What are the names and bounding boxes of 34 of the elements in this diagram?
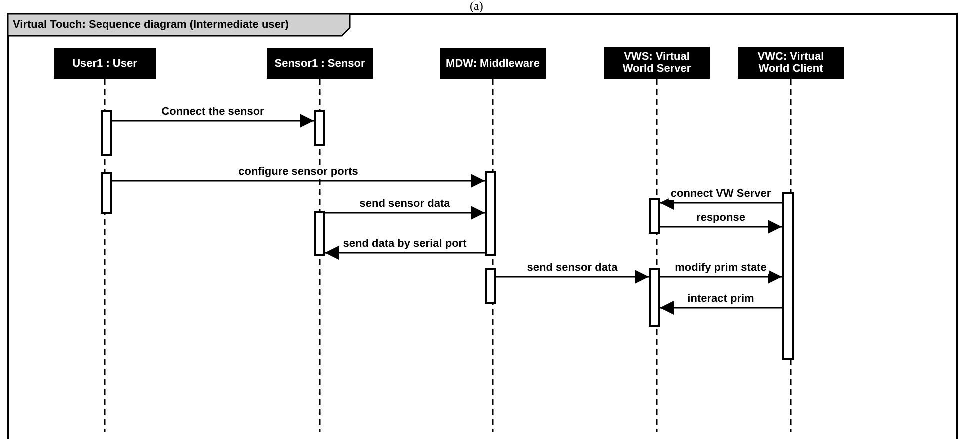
message-arrow — [660, 270, 782, 284]
message-arrow — [112, 114, 314, 128]
message-arrow — [325, 246, 485, 260]
message-arrow — [660, 220, 782, 234]
message-label: response — [694, 212, 748, 224]
message-arrow — [660, 301, 782, 315]
message-arrow — [660, 196, 782, 210]
message-label: send data by serial port — [341, 238, 469, 250]
message-label: send sensor data — [525, 262, 620, 274]
message-arrow — [325, 206, 485, 220]
message-label: connect VW Server — [668, 188, 774, 200]
lifeline-head: MDW: Middleware — [440, 48, 546, 79]
message-label: Connect the sensor — [160, 106, 266, 118]
lifeline-head: User1 : User — [54, 48, 156, 79]
activation-bar — [649, 198, 660, 234]
message-label: send sensor data — [358, 198, 452, 210]
message-arrow — [496, 270, 649, 284]
lifeline-head: Sensor1 : Sensor — [267, 48, 373, 79]
activation-bar — [782, 192, 794, 360]
caption: (a) — [470, 0, 484, 13]
activation-bar — [485, 171, 496, 256]
message-label: configure sensor ports — [236, 166, 360, 178]
activation-bar — [101, 172, 112, 214]
frame-title: Virtual Touch: Sequence diagram (Intermediate user) — [13, 18, 289, 32]
message-arrow — [112, 174, 485, 188]
activation-bar — [485, 268, 496, 304]
activation-bar — [314, 110, 325, 146]
activation-bar — [314, 211, 325, 256]
activation-bar — [649, 268, 660, 327]
lifeline-head: VWS: Virtual World Server — [604, 47, 710, 79]
message-label: interact prim — [686, 293, 756, 305]
activation-bar — [101, 110, 112, 156]
message-label: modify prim state — [673, 262, 769, 274]
lifeline-head: VWC: Virtual World Client — [738, 47, 844, 79]
